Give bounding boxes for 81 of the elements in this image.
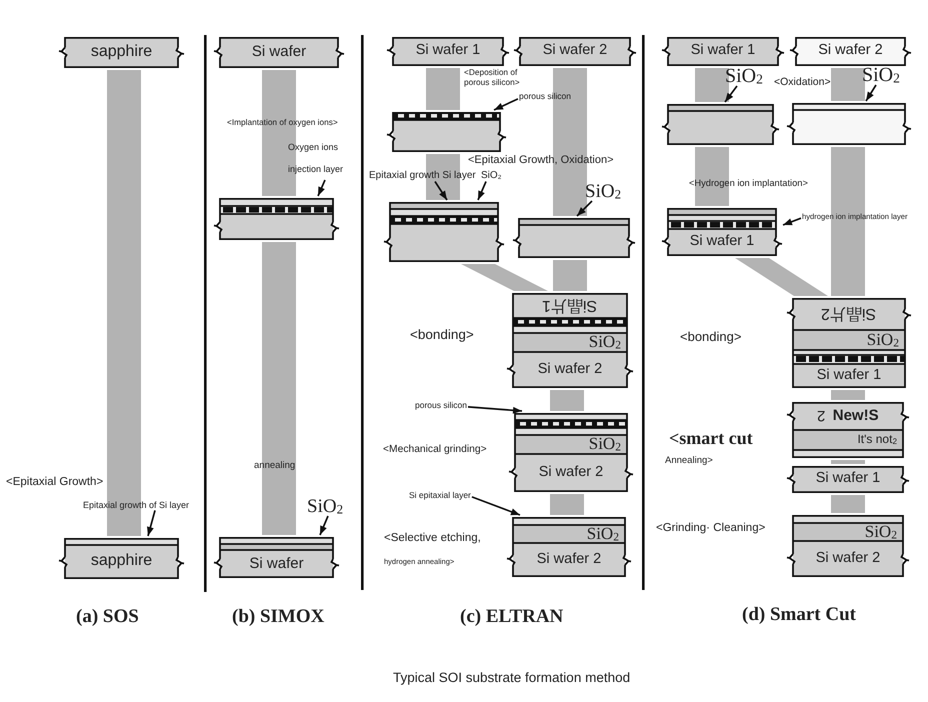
flow-band bbox=[695, 68, 729, 102]
wafer-label: Si wafer 2 bbox=[538, 362, 602, 376]
leader-arrow bbox=[319, 516, 329, 536]
leader-arrow bbox=[434, 181, 448, 200]
step-label: <bonding> bbox=[409, 327, 475, 343]
leader-arrow bbox=[468, 406, 522, 414]
leader-arrow bbox=[317, 180, 326, 196]
wafer-label: Si wafer 2 bbox=[538, 464, 604, 480]
step-label: <Implantation of oxygen ions> bbox=[226, 118, 339, 128]
step-label: Annealing> bbox=[664, 456, 714, 467]
leader-arrow bbox=[494, 98, 518, 111]
callout-label: porous silicon bbox=[414, 401, 468, 411]
leader-arrow bbox=[472, 496, 520, 516]
flow-band bbox=[831, 68, 865, 101]
wafer-label: sapphire bbox=[90, 553, 152, 569]
callout-label: Si epitaxial layer bbox=[408, 491, 472, 501]
callout-label: Oxygen ions injection layer bbox=[287, 136, 357, 180]
step-label: <Grinding· Cleaning> bbox=[655, 522, 766, 536]
wafer-label: Si晶片1 bbox=[542, 296, 598, 312]
step-label: <Oxidation> bbox=[773, 76, 832, 88]
flow-band bbox=[426, 154, 460, 200]
leader-arrow bbox=[576, 200, 593, 217]
flow-band bbox=[461, 264, 548, 291]
panel-title: (d) Smart Cut bbox=[741, 604, 857, 626]
wafer-label: Si wafer bbox=[249, 556, 304, 570]
flow-band bbox=[550, 390, 584, 411]
flow-band bbox=[831, 460, 865, 464]
wafer-label: SiO$_{2}$ bbox=[866, 330, 899, 348]
wafer-label: Si wafer 1 bbox=[690, 43, 756, 58]
panel-title: (a) SOS bbox=[75, 606, 140, 628]
wafer-label: Si wafer 2 bbox=[818, 43, 883, 58]
leader-arrow bbox=[477, 181, 487, 200]
callout-label: Epitaxial growth Si layer bbox=[368, 170, 477, 182]
flow-band bbox=[831, 390, 865, 400]
flow-band bbox=[107, 70, 141, 536]
wafer-label: Si wafer 2 bbox=[816, 550, 880, 566]
leader-arrow bbox=[147, 510, 156, 536]
leader-arrow bbox=[724, 86, 738, 102]
step-label: <bonding> bbox=[679, 330, 742, 345]
callout-label: Epitaxial growth of Si layer bbox=[82, 500, 190, 510]
wafer-label: SiO$_{2}$ bbox=[586, 524, 619, 542]
wafer-label: sapphire bbox=[90, 44, 152, 60]
wafer-label: New!S bbox=[832, 408, 879, 422]
flow-band bbox=[831, 495, 865, 513]
caption: Typical SOI substrate formation method bbox=[392, 670, 632, 686]
wafer-label: 2 bbox=[817, 408, 826, 422]
flow-band bbox=[735, 258, 828, 296]
step-label: <smart cut bbox=[668, 428, 754, 449]
step-label: <Deposition of porous silicon> bbox=[463, 68, 521, 88]
step-label: <Epitaxial Growth, Oxidation> bbox=[467, 154, 615, 167]
wafer-label: Si wafer 1 bbox=[816, 471, 880, 486]
panel-title: (c) ELTRAN bbox=[459, 606, 564, 628]
wafer-label: Si wafer bbox=[252, 44, 306, 59]
wafer-label: Si wafer 2 bbox=[542, 43, 608, 58]
wafer-label: It's not$_{2}$ bbox=[857, 433, 897, 445]
step-label: <Selective etching, bbox=[383, 532, 482, 546]
flow-band bbox=[262, 70, 296, 196]
wafer-label: Si wafer 1 bbox=[416, 43, 480, 58]
wafer-label: Si wafer 1 bbox=[690, 234, 754, 249]
step-label: <Hydrogen ion implantation> bbox=[688, 178, 809, 189]
callout-label: SiO₂ bbox=[480, 170, 503, 182]
wafer-label: SiO$_{2}$ bbox=[588, 435, 621, 452]
wafer-label: Si wafer 1 bbox=[816, 368, 882, 382]
leader-arrow bbox=[782, 217, 802, 226]
flow-band bbox=[831, 147, 865, 296]
step-label: annealing bbox=[253, 461, 296, 472]
flow-band bbox=[553, 68, 587, 216]
wafer-label: Si晶片2 bbox=[821, 305, 877, 321]
step-label: <Mechanical grinding> bbox=[382, 444, 488, 456]
wafer-label: SiO$_{2}$ bbox=[588, 333, 621, 350]
wafer-label: Si wafer 2 bbox=[536, 552, 602, 566]
panel-title: (b) SIMOX bbox=[231, 606, 326, 628]
flow-band bbox=[262, 242, 296, 535]
leader-arrow bbox=[865, 84, 877, 102]
flow-band bbox=[426, 68, 460, 110]
callout-label: porous silicon bbox=[518, 92, 572, 102]
flow-band bbox=[695, 147, 729, 206]
step-label: <Epitaxial Growth> bbox=[5, 476, 104, 490]
flow-band bbox=[550, 494, 584, 515]
wafer-label: SiO$_{2}$ bbox=[864, 522, 897, 540]
flow-band bbox=[553, 260, 587, 291]
